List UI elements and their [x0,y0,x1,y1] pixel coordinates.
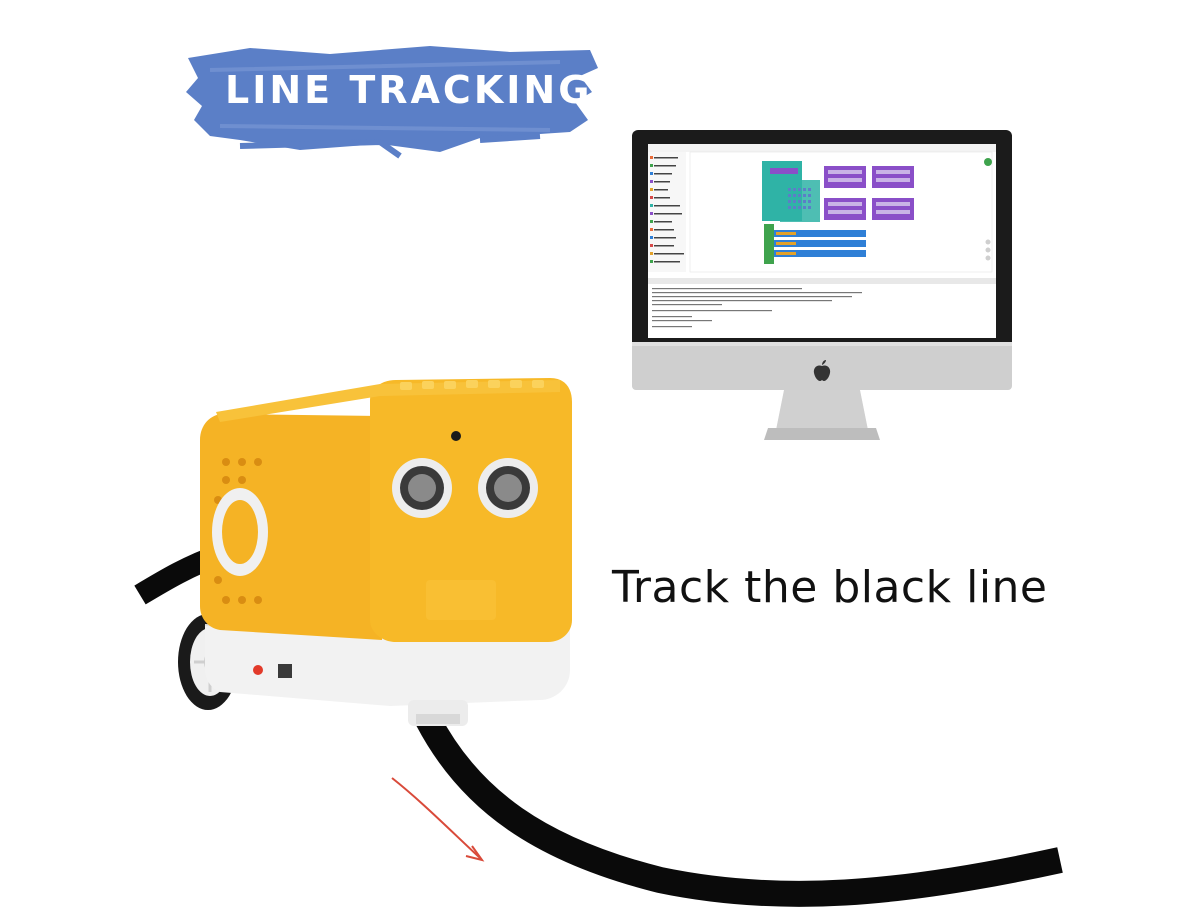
banner-title: LINE TRACKING [225,68,593,112]
robot [178,378,572,726]
caption-text: Track the black line [612,562,1048,613]
imac-monitor [632,130,1012,440]
ultrasonic-sensor-icon [392,458,538,518]
brush-banner [186,46,598,159]
sidebar-list [650,156,684,263]
direction-arrow-icon [391,777,485,862]
